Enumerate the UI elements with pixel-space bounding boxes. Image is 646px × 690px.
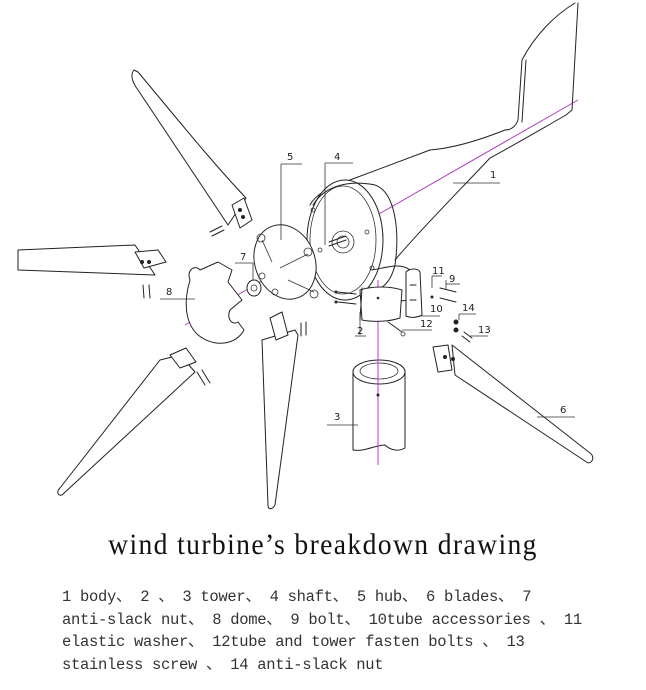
- blade-lower-left: [57, 347, 211, 496]
- callout-14: 14: [453, 303, 476, 333]
- callout-4: 4: [324, 152, 353, 245]
- body-part: [306, 2, 579, 302]
- callout-12: 12: [387, 319, 433, 337]
- legend-line: stainless screw 、 14 anti-slack nut: [62, 655, 384, 674]
- dome-part: [185, 261, 245, 344]
- callout-13: 13: [461, 325, 491, 343]
- legend-line: anti-slack nut、 8 dome、 9 bolt、 10tube a…: [62, 610, 582, 629]
- svg-text:11: 11: [432, 266, 445, 277]
- callout-7: 7: [235, 252, 254, 280]
- svg-text:6: 6: [560, 405, 566, 416]
- callout-1: 1: [453, 170, 500, 184]
- svg-text:7: 7: [240, 252, 246, 263]
- blade-left: [17, 244, 167, 299]
- callout-2: 2: [355, 312, 366, 337]
- svg-text:13: 13: [478, 325, 491, 336]
- svg-text:9: 9: [449, 274, 455, 285]
- svg-text:10: 10: [430, 304, 443, 315]
- tube-clamp-part: [334, 286, 403, 322]
- svg-text:4: 4: [334, 152, 340, 163]
- callout-11: 11: [430, 266, 445, 299]
- legend-line: 1 body、 2 、 3 tower、 4 shaft、 5 hub、 6 b…: [62, 588, 532, 606]
- parts-legend: 1 body、 2 、 3 tower、 4 shaft、 5 hub、 6 b…: [62, 586, 622, 676]
- blade-bottom: [261, 311, 307, 510]
- tube-accessory-part: 10: [405, 268, 443, 318]
- tower-part: [352, 350, 406, 465]
- blade-upper-left: [131, 69, 253, 237]
- callout-8: 8: [160, 287, 195, 300]
- callout-5: 5: [280, 152, 302, 240]
- callout-9: 9: [439, 274, 460, 303]
- exploded-diagram: 1 2 10 11 9 12: [17, 2, 594, 510]
- blade-right: [432, 344, 594, 464]
- callout-6: 6: [537, 405, 575, 418]
- callout-3: 3: [327, 412, 358, 426]
- svg-text:14: 14: [462, 303, 475, 314]
- anti-slack-nut-part: [246, 279, 262, 297]
- svg-text:2: 2: [357, 326, 363, 337]
- drawing-title: wind turbine’s breakdown drawing: [108, 528, 538, 561]
- svg-text:8: 8: [166, 287, 172, 298]
- legend-line: elastic washer、 12tube and tower fasten …: [62, 633, 525, 651]
- svg-text:1: 1: [490, 170, 496, 181]
- svg-text:12: 12: [420, 319, 433, 330]
- hub-part: [253, 224, 319, 300]
- svg-text:5: 5: [287, 152, 293, 163]
- svg-text:3: 3: [334, 412, 340, 423]
